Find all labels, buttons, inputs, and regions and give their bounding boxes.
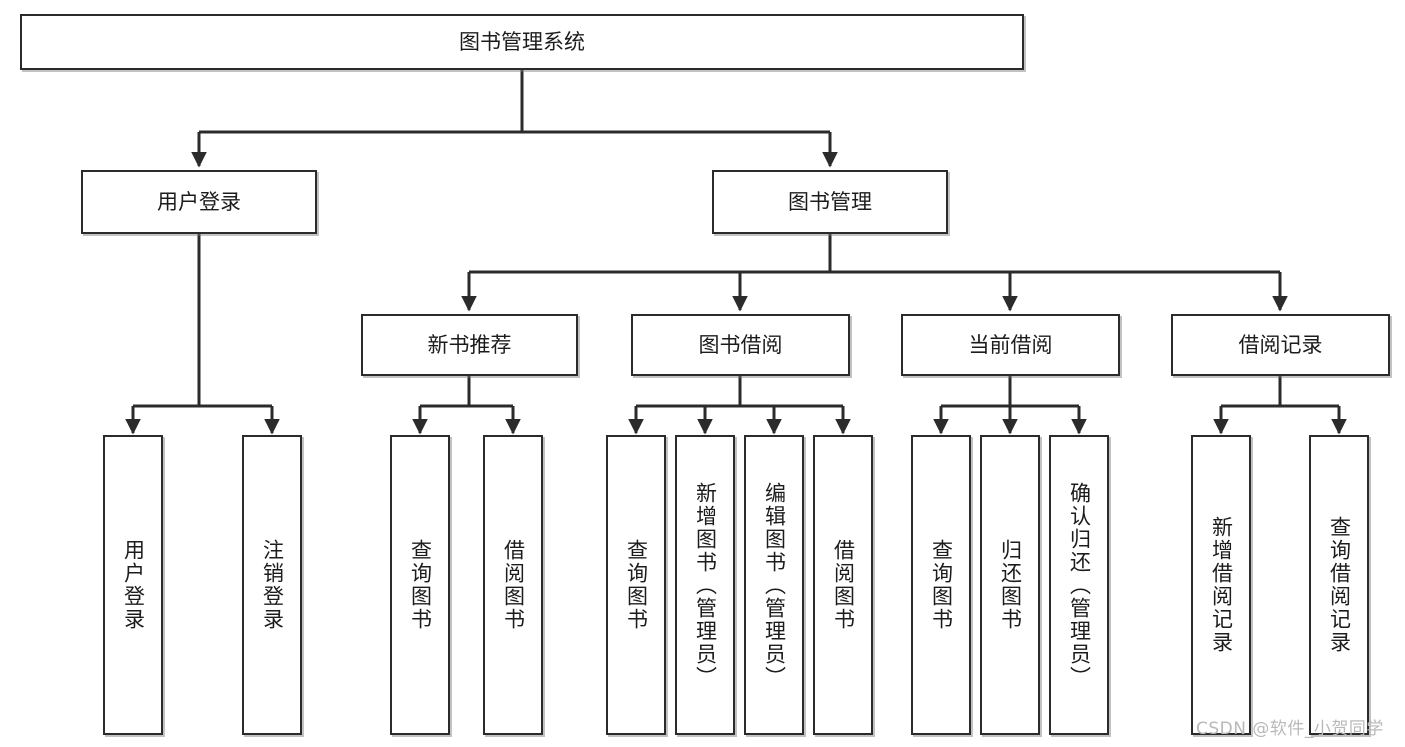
node-leaf-edit-book-label: 编辑图书（管理员） [762, 481, 787, 689]
node-leaf-borrow-book-1-label: 借阅图书 [501, 539, 526, 631]
node-leaf-query-record[interactable]: 查询借阅记录 [1309, 435, 1369, 735]
node-user-login-label: 用户登录 [157, 189, 241, 214]
node-leaf-edit-book[interactable]: 编辑图书（管理员） [744, 435, 804, 735]
node-leaf-borrow-book-2[interactable]: 借阅图书 [813, 435, 873, 735]
node-leaf-query-record-label: 查询借阅记录 [1327, 516, 1352, 654]
node-root[interactable]: 图书管理系统 [20, 14, 1024, 70]
node-user-login[interactable]: 用户登录 [81, 170, 317, 234]
node-book-manage[interactable]: 图书管理 [712, 170, 948, 234]
node-leaf-add-book-label: 新增图书（管理员） [693, 481, 718, 689]
node-leaf-add-book[interactable]: 新增图书（管理员） [675, 435, 735, 735]
node-root-label: 图书管理系统 [459, 29, 585, 54]
node-leaf-query-book-2[interactable]: 查询图书 [606, 435, 666, 735]
node-leaf-query-book-2-label: 查询图书 [624, 539, 649, 631]
node-book-borrow-label: 图书借阅 [698, 332, 783, 357]
node-leaf-query-book-3-label: 查询图书 [929, 539, 954, 631]
node-new-book-recommend[interactable]: 新书推荐 [361, 314, 578, 376]
node-borrow-record[interactable]: 借阅记录 [1171, 314, 1390, 376]
node-leaf-confirm-return[interactable]: 确认归还（管理员） [1049, 435, 1109, 735]
node-leaf-add-record-label: 新增借阅记录 [1209, 516, 1234, 654]
node-book-manage-label: 图书管理 [788, 189, 872, 214]
node-leaf-borrow-book-2-label: 借阅图书 [831, 539, 856, 631]
node-leaf-user-login[interactable]: 用户登录 [103, 435, 163, 735]
node-leaf-return-book-label: 归还图书 [998, 539, 1023, 631]
node-leaf-borrow-book-1[interactable]: 借阅图书 [483, 435, 543, 735]
node-leaf-query-book-1[interactable]: 查询图书 [390, 435, 450, 735]
node-new-book-recommend-label: 新书推荐 [427, 332, 512, 357]
node-leaf-query-book-3[interactable]: 查询图书 [911, 435, 971, 735]
node-borrow-record-label: 借阅记录 [1238, 332, 1323, 357]
node-leaf-query-book-1-label: 查询图书 [408, 539, 433, 631]
node-book-borrow[interactable]: 图书借阅 [631, 314, 850, 376]
node-leaf-return-book[interactable]: 归还图书 [980, 435, 1040, 735]
node-leaf-logout-login[interactable]: 注销登录 [242, 435, 302, 735]
node-leaf-add-record[interactable]: 新增借阅记录 [1191, 435, 1251, 735]
node-leaf-logout-login-label: 注销登录 [260, 539, 285, 631]
node-current-borrow[interactable]: 当前借阅 [901, 314, 1120, 376]
node-current-borrow-label: 当前借阅 [968, 332, 1053, 357]
node-leaf-confirm-return-label: 确认归还（管理员） [1067, 481, 1092, 689]
node-leaf-user-login-label: 用户登录 [121, 539, 146, 631]
